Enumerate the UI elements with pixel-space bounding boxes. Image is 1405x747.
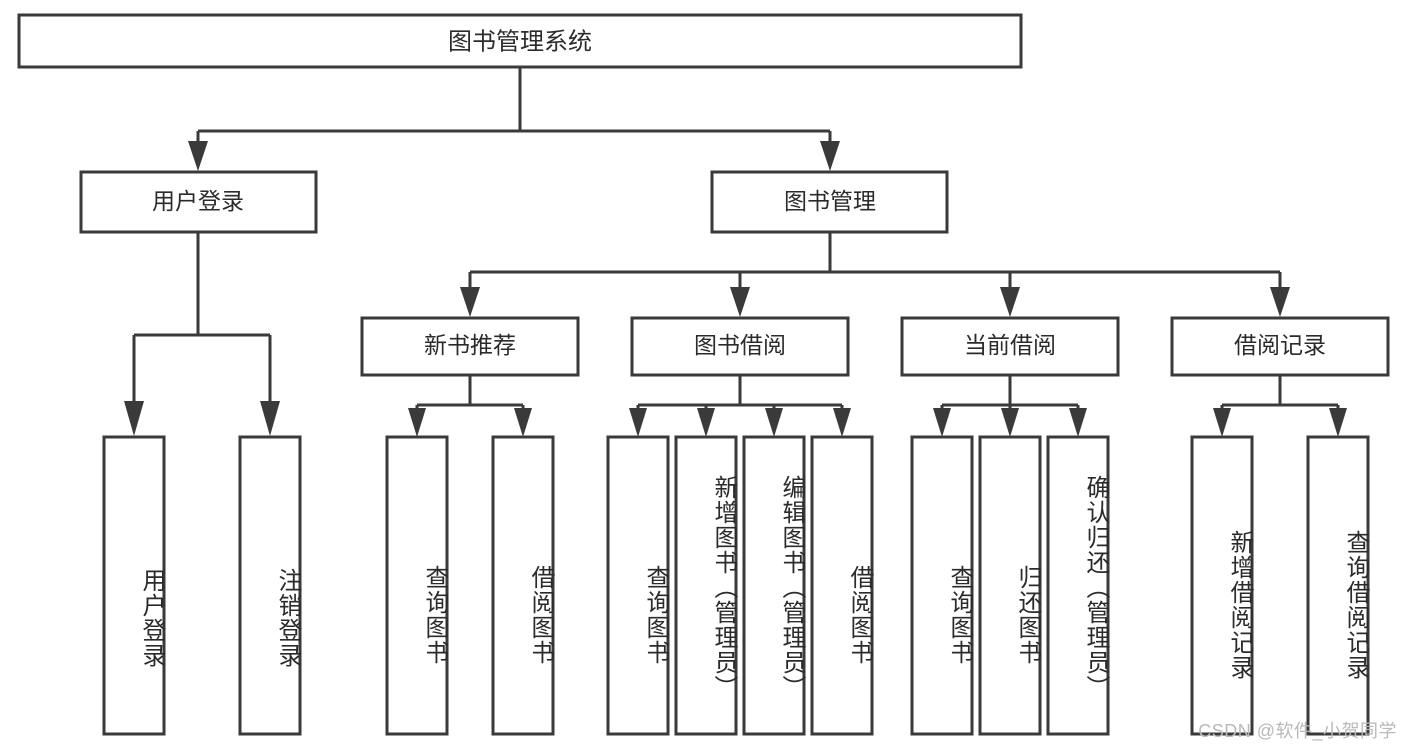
node-user-login-label: 用户登录 bbox=[152, 188, 244, 214]
leaf-box-add-book-admin[interactable] bbox=[674, 435, 738, 736]
leaf-box-user-login[interactable] bbox=[102, 435, 166, 736]
arrow-head-book-mgmt bbox=[820, 141, 840, 171]
node-user-login-box bbox=[79, 170, 318, 234]
arrow-head-book-borrow bbox=[730, 287, 750, 317]
leaf-box-borrow-book-new[interactable] bbox=[491, 435, 555, 736]
leaf-box-query-book-borrow[interactable] bbox=[606, 435, 670, 736]
arrow-head-borrow-record bbox=[1270, 287, 1290, 317]
leaf-box-add-borrow-record[interactable] bbox=[1190, 435, 1254, 736]
node-book-borrow-label: 图书借阅 bbox=[694, 332, 786, 358]
arrow-head-bb-leaf3 bbox=[765, 408, 783, 437]
arrow-head-cb-leaf3 bbox=[1069, 408, 1087, 437]
node-book-management[interactable]: 图书管理 bbox=[710, 170, 949, 234]
arrow-head-br-leaf1 bbox=[1213, 408, 1231, 437]
node-new-book-recommend-box bbox=[360, 316, 580, 377]
node-root-label: 图书管理系统 bbox=[448, 28, 592, 55]
leaf-box-query-book-new[interactable] bbox=[385, 435, 449, 736]
node-book-borrow-box bbox=[630, 316, 850, 377]
node-current-borrow[interactable]: 当前借阅 bbox=[900, 316, 1120, 377]
leaf-box-query-borrow-record[interactable] bbox=[1306, 435, 1370, 736]
node-borrow-record[interactable]: 借阅记录 bbox=[1170, 316, 1390, 377]
arrow-head-login-leaf1 bbox=[124, 401, 144, 436]
arrow-head-cb-leaf2 bbox=[1001, 408, 1019, 437]
arrow-head-current-borrow bbox=[1000, 287, 1020, 317]
node-current-borrow-box bbox=[900, 316, 1120, 377]
leaf-box-borrow-book[interactable] bbox=[810, 435, 874, 736]
arrow-head-bb-leaf4 bbox=[833, 408, 851, 437]
node-book-borrow[interactable]: 图书借阅 bbox=[630, 316, 850, 377]
node-new-book-recommend[interactable]: 新书推荐 bbox=[360, 316, 580, 377]
node-new-book-recommend-label: 新书推荐 bbox=[424, 332, 516, 358]
leaf-boxes-group bbox=[102, 435, 1370, 736]
arrow-head-bb-leaf2 bbox=[697, 408, 715, 437]
node-book-management-label: 图书管理 bbox=[784, 188, 876, 214]
leaf-box-query-book-current[interactable] bbox=[910, 435, 974, 736]
leaf-box-edit-book-admin[interactable] bbox=[742, 435, 806, 736]
arrow-head-login-leaf2 bbox=[260, 401, 280, 436]
node-root-box bbox=[17, 13, 1023, 69]
node-borrow-record-box bbox=[1170, 316, 1390, 377]
arrow-head-cb-leaf1 bbox=[933, 408, 951, 437]
arrow-head-bb-leaf1 bbox=[629, 408, 647, 437]
node-root-system[interactable]: 图书管理系统 bbox=[17, 13, 1023, 69]
node-current-borrow-label: 当前借阅 bbox=[964, 332, 1056, 358]
leaf-box-logout[interactable] bbox=[238, 435, 302, 736]
arrow-head-user-login bbox=[188, 141, 208, 171]
arrow-head-br-leaf2 bbox=[1329, 408, 1347, 437]
arrow-head-newbook-leaf1 bbox=[408, 408, 426, 437]
connectors-group bbox=[124, 67, 1347, 437]
arrow-head-newbook-leaf2 bbox=[514, 408, 532, 437]
leaf-box-return-book[interactable] bbox=[978, 435, 1042, 736]
node-borrow-record-label: 借阅记录 bbox=[1234, 332, 1326, 358]
node-book-management-box bbox=[710, 170, 949, 234]
leaf-box-confirm-return-admin[interactable] bbox=[1046, 435, 1110, 736]
csdn-watermark: CSDN @软件_小贺同学 bbox=[1198, 721, 1397, 741]
node-user-login[interactable]: 用户登录 bbox=[79, 170, 318, 234]
arrow-head-new-book bbox=[460, 287, 480, 317]
